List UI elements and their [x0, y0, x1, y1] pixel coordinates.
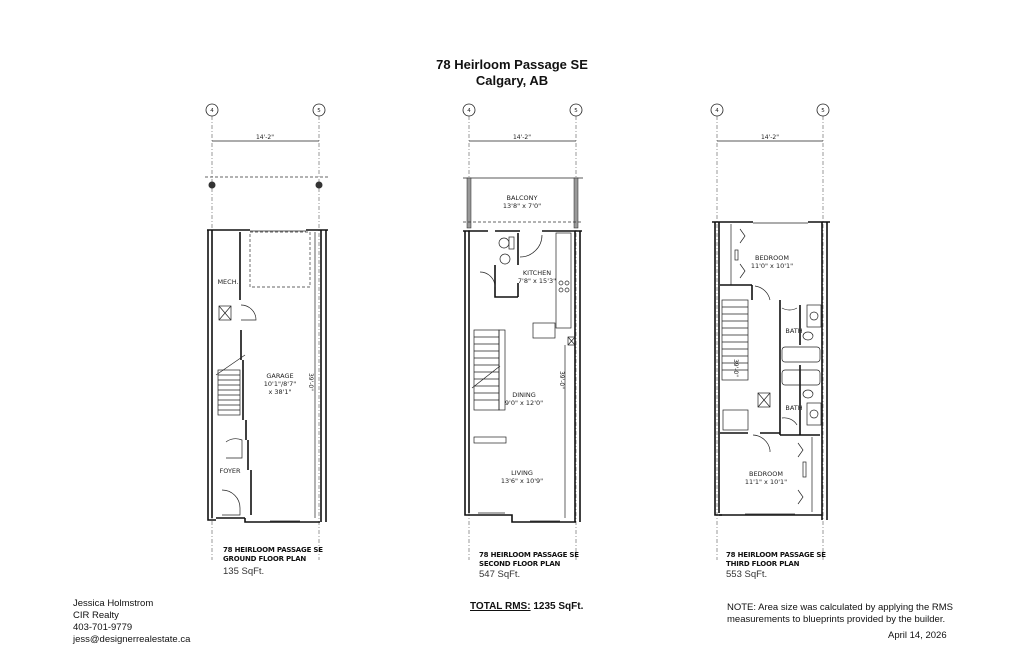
third-floor-caption: 78 HEIRLOOM PASSAGE SE THIRD FLOOR PLAN	[726, 551, 826, 569]
svg-text:39'-0": 39'-0"	[732, 359, 739, 377]
svg-text:4: 4	[715, 108, 719, 114]
address-line-1: 78 Heirloom Passage SE	[436, 57, 588, 72]
second-floor-area: 547 SqFt.	[479, 569, 521, 580]
svg-text:9'0" x 12'0": 9'0" x 12'0"	[505, 399, 543, 407]
grid-marker-5-icon	[312, 103, 326, 117]
area-note: NOTE: Area size was calculated by applyi…	[727, 602, 953, 626]
svg-text:x 38'1": x 38'1"	[268, 388, 291, 396]
svg-text:KITCHEN: KITCHEN	[523, 269, 551, 277]
note-line-2: measurements to blueprints provided by t…	[727, 614, 946, 625]
svg-text:FOYER: FOYER	[219, 467, 241, 475]
svg-text:4: 4	[210, 108, 214, 114]
svg-text:4: 4	[467, 108, 471, 114]
svg-text:5: 5	[574, 108, 578, 114]
third-caption-address: 78 HEIRLOOM PASSAGE SE	[726, 551, 826, 559]
address-line-2: Calgary, AB	[475, 73, 549, 88]
agent-name: Jessica Holmstrom	[73, 598, 154, 609]
svg-text:GARAGE: GARAGE	[266, 372, 293, 380]
svg-text:DINING: DINING	[512, 391, 536, 399]
ground-floor-caption: 78 HEIRLOOM PASSAGE SE GROUND FLOOR PLAN	[223, 546, 323, 564]
agent-email: jess@designerrealestate.ca	[73, 634, 191, 645]
svg-text:BATH: BATH	[785, 327, 802, 335]
svg-text:14'-2": 14'-2"	[513, 134, 531, 141]
stairs-icon	[215, 354, 246, 416]
total-value: 1235 SqFt.	[533, 601, 584, 612]
second-floor-plan: 4 5 14'-2" BALCONY 13'8" x 7'0"	[462, 103, 583, 560]
third-floor-area: 553 SqFt.	[726, 569, 768, 580]
total-area: TOTAL RMS: 1235 SqFt.	[470, 601, 583, 612]
stairs-icon	[721, 299, 749, 381]
svg-text:5: 5	[317, 108, 321, 114]
grid-marker-4-icon	[710, 103, 724, 117]
svg-text:MECH.: MECH.	[217, 278, 238, 286]
svg-text:LIVING: LIVING	[511, 469, 533, 477]
second-floor-caption: 78 HEIRLOOM PASSAGE SE SECOND FLOOR PLAN	[479, 551, 579, 569]
svg-text:13'8" x 7'0": 13'8" x 7'0"	[503, 202, 541, 210]
third-floor-plan: 4 5 14'-2" BEDROOM 11'0" x 10'1" 39'-0"	[710, 103, 830, 560]
svg-text:14'-2": 14'-2"	[761, 134, 779, 141]
agent-contact-block: Jessica Holmstrom CIR Realty 403-701-977…	[73, 598, 190, 646]
svg-text:39'-0": 39'-0"	[307, 373, 314, 391]
svg-text:BATH: BATH	[785, 404, 802, 412]
svg-text:5: 5	[821, 108, 825, 114]
stairs-icon	[471, 329, 507, 444]
grid-marker-4-icon	[205, 103, 219, 117]
ground-floor-plan: 4 5 14'-2" MECH. GARAGE 10'1"/8'7"	[205, 103, 330, 560]
svg-text:7'8" x 15'3": 7'8" x 15'3"	[518, 277, 556, 285]
plan-date: April 14, 2026	[888, 630, 947, 641]
grid-marker-5-icon	[816, 103, 830, 117]
svg-text:BEDROOM: BEDROOM	[755, 254, 789, 262]
second-caption-address: 78 HEIRLOOM PASSAGE SE	[479, 551, 579, 559]
grid-marker-5-icon	[569, 103, 583, 117]
svg-text:11'0" x 10'1": 11'0" x 10'1"	[751, 262, 793, 270]
agent-company: CIR Realty	[73, 610, 119, 621]
total-label: TOTAL RMS:	[470, 601, 531, 612]
svg-text:BEDROOM: BEDROOM	[749, 470, 783, 478]
note-line-1: NOTE: Area size was calculated by applyi…	[727, 602, 953, 613]
agent-phone: 403-701-9779	[73, 622, 133, 633]
svg-text:BALCONY: BALCONY	[506, 194, 537, 202]
ground-caption-title: GROUND FLOOR PLAN	[223, 555, 307, 563]
svg-text:10'1"/8'7": 10'1"/8'7"	[264, 380, 296, 388]
second-caption-title: SECOND FLOOR PLAN	[479, 560, 561, 568]
svg-text:13'6" x 10'9": 13'6" x 10'9"	[501, 477, 543, 485]
svg-text:11'1" x 10'1": 11'1" x 10'1"	[745, 478, 787, 486]
ground-floor-area: 135 SqFt.	[223, 566, 265, 577]
ground-caption-address: 78 HEIRLOOM PASSAGE SE	[223, 546, 323, 554]
third-caption-title: THIRD FLOOR PLAN	[726, 560, 800, 568]
svg-text:39'-0": 39'-0"	[558, 371, 565, 389]
svg-text:14'-2": 14'-2"	[256, 134, 274, 141]
grid-marker-4-icon	[462, 103, 476, 117]
